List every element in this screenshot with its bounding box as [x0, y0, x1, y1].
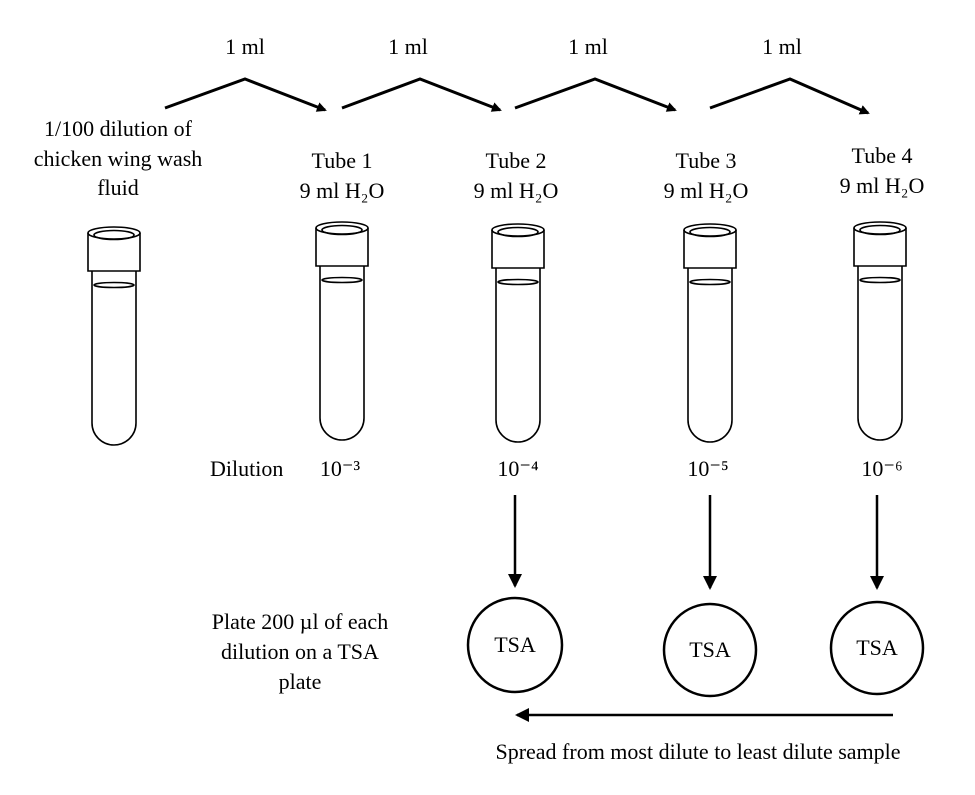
source-label-line-2: chicken wing wash	[34, 146, 203, 171]
plate-instruction-line-1: Plate 200 µl of each	[212, 609, 388, 634]
tube-1-contents: 9 ml H₂O	[300, 178, 385, 203]
dilution-label: Dilution	[210, 456, 283, 481]
tsa-plate-1-label: TSA	[494, 632, 536, 657]
source-label-line-1: 1/100 dilution of	[44, 116, 193, 141]
transfer-arrow-4	[709, 77, 870, 115]
tube-2-name: Tube 2	[486, 148, 547, 173]
tsa-plate-3	[829, 600, 925, 696]
transfer-label-3: 1 ml	[568, 34, 608, 59]
tube-4-dilution: 10⁻⁶	[861, 456, 902, 481]
transfer-arrow-1	[164, 77, 327, 112]
tsa-plate-1	[466, 596, 564, 694]
tube-3-name: Tube 3	[676, 148, 737, 173]
tsa-plate-2-label: TSA	[689, 637, 731, 662]
source-label-line-3: fluid	[97, 175, 139, 200]
tube-4-name: Tube 4	[852, 143, 913, 168]
transfer-arrows: 1 ml 1 ml 1 ml 1 ml	[164, 34, 870, 115]
transfer-arrow-3	[514, 77, 677, 112]
tube-1-icon	[315, 221, 369, 441]
spread-caption: Spread from most dilute to least dilute …	[495, 739, 900, 764]
transfer-arrow-2	[341, 77, 502, 112]
tube-2-contents: 9 ml H₂O	[474, 178, 559, 203]
tube-3-dilution: 10⁻⁵	[687, 456, 728, 481]
tube-2-icon	[491, 223, 545, 443]
tube-3-icon	[683, 223, 737, 443]
source-tube-icon	[87, 226, 141, 446]
tube-1-name: Tube 1	[312, 148, 373, 173]
transfer-label-1: 1 ml	[225, 34, 265, 59]
tsa-plate-2	[662, 602, 758, 698]
tube-3-contents: 9 ml H₂O	[664, 178, 749, 203]
tsa-plate-3-label: TSA	[856, 635, 898, 660]
tube-4-contents: 9 ml H₂O	[840, 173, 925, 198]
tube-2-dilution: 10⁻⁴	[497, 456, 539, 481]
plate-instruction-line-2: dilution on a TSA	[221, 639, 379, 664]
tube-4-icon	[853, 221, 907, 441]
plate-instruction-line-3: plate	[279, 669, 322, 694]
transfer-label-2: 1 ml	[388, 34, 428, 59]
transfer-label-4: 1 ml	[762, 34, 802, 59]
tube-1-dilution: 10⁻³	[320, 456, 361, 481]
